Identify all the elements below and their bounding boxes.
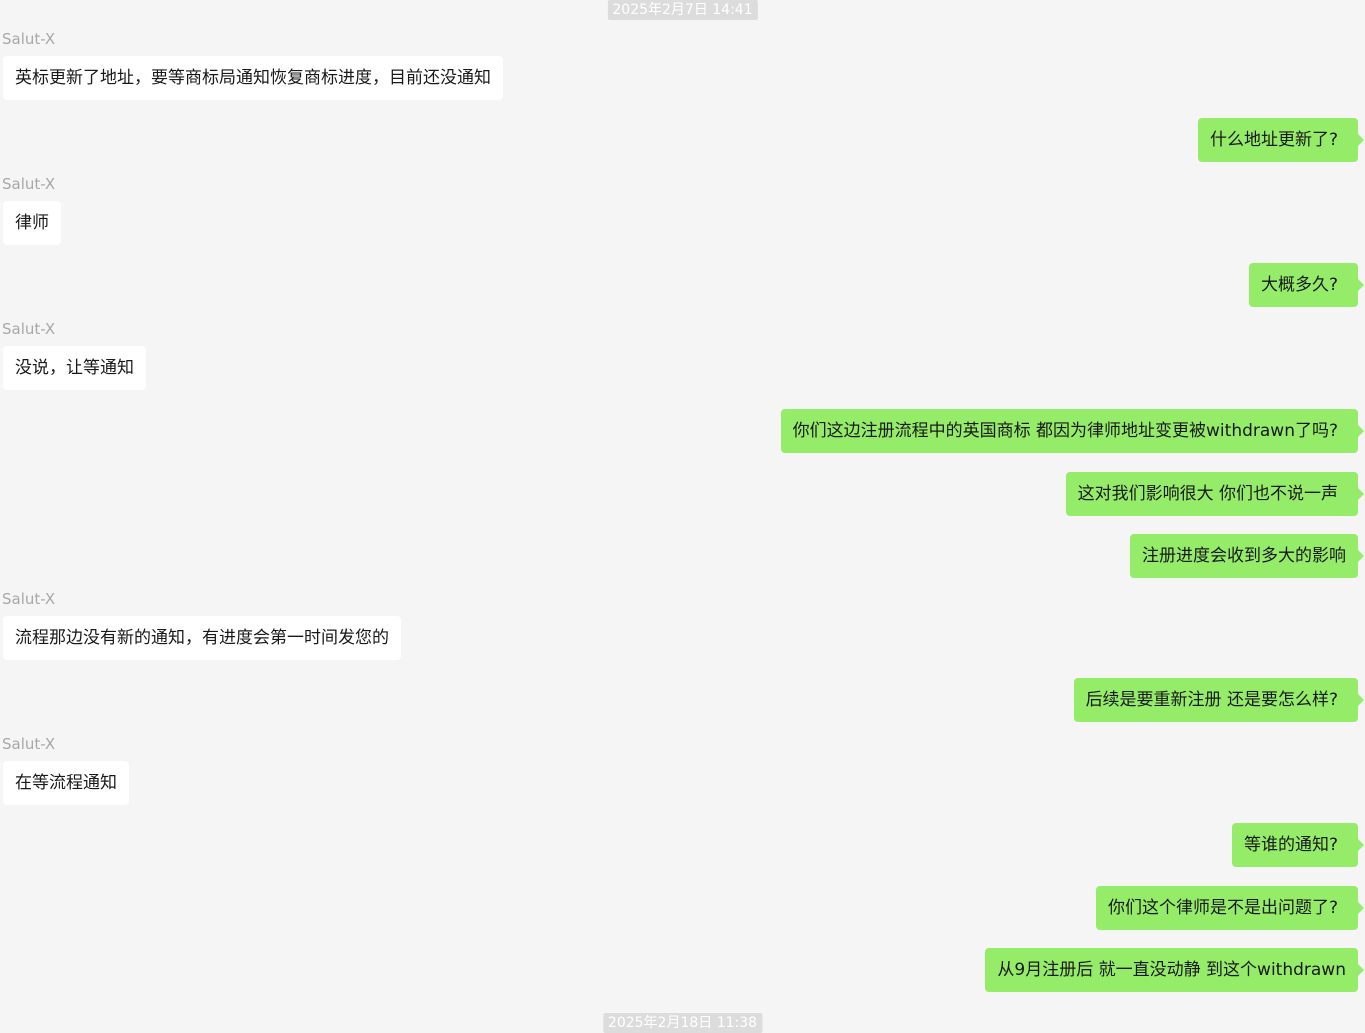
incoming-message-bubble[interactable]: 在等流程通知 [3, 761, 129, 805]
incoming-message-bubble[interactable]: 英标更新了地址，要等商标局通知恢复商标进度，目前还没通知 [3, 56, 503, 100]
timestamp-divider: 2025年2月7日 14:41 [607, 0, 758, 20]
outgoing-message-bubble[interactable]: 你们这边注册流程中的英国商标 都因为律师地址变更被withdrawn了吗? [780, 409, 1365, 453]
sender-name: Salut-X [2, 320, 56, 338]
sender-name: Salut-X [2, 30, 56, 48]
sender-name: Salut-X [2, 735, 56, 753]
incoming-message-bubble[interactable]: 没说，让等通知 [3, 346, 146, 390]
outgoing-message-bubble[interactable]: 后续是要重新注册 还是要怎么样? [1073, 678, 1365, 722]
outgoing-message-bubble[interactable]: 大概多久? [1248, 263, 1365, 307]
sender-name: Salut-X [2, 175, 56, 193]
incoming-message-bubble[interactable]: 流程那边没有新的通知，有进度会第一时间发您的 [3, 616, 401, 660]
timestamp-divider: 2025年2月18日 11:38 [602, 1013, 763, 1033]
incoming-message-bubble[interactable]: 律师 [3, 201, 61, 245]
outgoing-message-bubble[interactable]: 这对我们影响很大 你们也不说一声 [1065, 472, 1365, 516]
outgoing-message-bubble[interactable]: 注册进度会收到多大的影响 [1130, 534, 1364, 578]
outgoing-message-bubble[interactable]: 你们这个律师是不是出问题了? [1095, 886, 1365, 930]
sender-name: Salut-X [2, 590, 56, 608]
outgoing-message-bubble[interactable]: 从9月注册后 就一直没动静 到这个withdrawn [985, 948, 1364, 992]
outgoing-message-bubble[interactable]: 等谁的通知? [1231, 823, 1365, 867]
outgoing-message-bubble[interactable]: 什么地址更新了? [1197, 118, 1365, 162]
